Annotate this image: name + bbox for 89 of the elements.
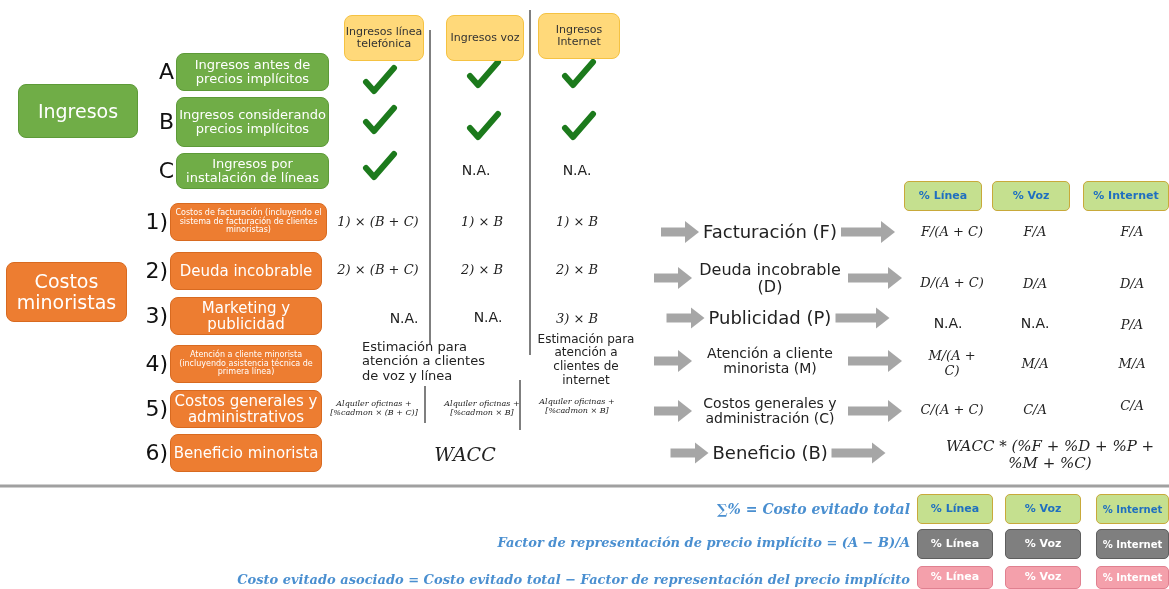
cost-category-label: Costos generales y administración (C) — [696, 395, 844, 427]
formula: 1) × B — [459, 214, 505, 230]
cell-text: N.A. — [932, 315, 964, 332]
formula: F/(A + C) — [919, 224, 984, 240]
formula: WACC — [433, 444, 497, 466]
category-box: Marketing y publicidad — [170, 297, 322, 335]
percent-tag: % Voz — [1005, 529, 1081, 559]
formula: C/A — [1119, 398, 1145, 414]
category-box: Costos generales y administrativos — [170, 390, 322, 428]
formula: F/A — [1022, 224, 1048, 240]
formula: M/(A + C) — [927, 349, 977, 379]
formula: C/(A + C) — [919, 402, 985, 418]
percent-tag: % Internet — [1096, 566, 1169, 589]
formula: D/(A + C) — [919, 275, 985, 291]
percent-tag: % Voz — [1005, 494, 1081, 524]
percent-tag: % Voz — [1005, 566, 1081, 589]
arrow — [661, 221, 699, 243]
column-header: Ingresos línea telefónica — [344, 15, 424, 61]
category-box: Atención a cliente minorista (incluyendo asistencia técnica de primera línea) — [170, 345, 322, 383]
arrow — [654, 267, 692, 289]
formula: 2) × B — [554, 262, 600, 278]
cell-text: N.A. — [460, 162, 492, 179]
category-box: Costos minoristas — [6, 262, 127, 322]
formula: D/A — [1021, 276, 1049, 292]
cell-text: N.A. — [561, 162, 593, 179]
formula: Alquiler oficinas + [%cadmon × B] — [442, 399, 521, 418]
cost-category-label: Facturación (F) — [703, 222, 837, 242]
formula: F/A — [1119, 224, 1145, 240]
cell-text: N.A. — [388, 310, 420, 327]
arrow — [848, 350, 902, 372]
percent-tag: % Línea — [917, 529, 993, 559]
row-marker: 1) — [145, 211, 168, 233]
percent-tag: % Internet — [1083, 181, 1169, 211]
arrow — [848, 400, 902, 422]
formula: 2) × B — [459, 262, 505, 278]
category-box: Ingresos — [18, 84, 138, 138]
formula: 2) × (B + C) — [336, 262, 420, 278]
row-marker: 5) — [145, 398, 168, 420]
formula: M/A — [1117, 356, 1147, 372]
category-box: Costos de facturación (incluyendo el sistema de facturación de clientes minoristas) — [170, 203, 327, 241]
column-header: Ingresos voz — [446, 15, 524, 61]
arrow — [654, 400, 692, 422]
formula: WACC * (%F + %D + %P + %M + %C) — [944, 437, 1156, 472]
row-marker: 6) — [145, 442, 168, 464]
percent-tag: % Internet — [1096, 529, 1169, 559]
cell-text: Estimación para atención a clientes de voz y línea — [362, 339, 486, 385]
row-marker: B — [158, 111, 174, 133]
percent-tag: % Línea — [904, 181, 982, 211]
arrow — [835, 307, 890, 329]
cell-text: Estimación para atención a clientes de internet — [537, 332, 635, 388]
category-box: Ingresos antes de precios implícitos — [176, 53, 329, 91]
row-marker: A — [158, 61, 174, 83]
formula: Factor de representación de precio implícito = (A − B)/A — [497, 535, 910, 551]
row-marker: 3) — [145, 305, 168, 327]
arrow — [670, 442, 709, 464]
formula: P/A — [1119, 317, 1145, 333]
formula: 3) × B — [554, 311, 600, 327]
cost-category-label: Deuda incobrable (D) — [696, 260, 844, 296]
category-box: Ingresos considerando precios implícitos — [176, 97, 329, 147]
formula: C/A — [1022, 402, 1048, 418]
formula: M/A — [1020, 356, 1050, 372]
formula: Costo evitado asociado = Costo evitado total − Factor de representación del precio implícito — [237, 572, 910, 588]
row-marker: C — [158, 160, 174, 182]
arrow — [654, 350, 692, 372]
category-box: Ingresos por instalación de líneas — [176, 153, 329, 189]
row-marker: 2) — [145, 260, 168, 282]
formula: Alquiler oficinas + [%cadmon × (B + C)] — [329, 399, 419, 418]
formula: D/A — [1118, 276, 1146, 292]
cost-category-label: Publicidad (P) — [708, 308, 832, 328]
arrow — [831, 442, 886, 464]
percent-tag: % Voz — [992, 181, 1070, 211]
category-box: Beneficio minorista — [170, 434, 322, 472]
arrow — [666, 307, 705, 329]
cell-text: N.A. — [472, 309, 504, 326]
category-box: Deuda incobrable — [170, 252, 322, 290]
formula: Alquiler oficinas + [%cadmon × B] — [537, 397, 616, 416]
formula: 1) × (B + C) — [336, 214, 420, 230]
arrow — [848, 267, 902, 289]
percent-tag: % Línea — [917, 566, 993, 589]
percent-tag: % Internet — [1096, 494, 1169, 524]
cost-category-label: Beneficio (B) — [712, 443, 828, 463]
cost-category-label: Atención a cliente minorista (M) — [696, 345, 844, 377]
formula: 1) × B — [554, 214, 600, 230]
cell-text: N.A. — [1019, 315, 1051, 332]
column-header: Ingresos Internet — [538, 13, 620, 59]
percent-tag: % Línea — [917, 494, 993, 524]
formula: ∑% = Costo evitado total — [717, 501, 910, 518]
row-marker: 4) — [145, 353, 168, 375]
arrow — [841, 221, 895, 243]
